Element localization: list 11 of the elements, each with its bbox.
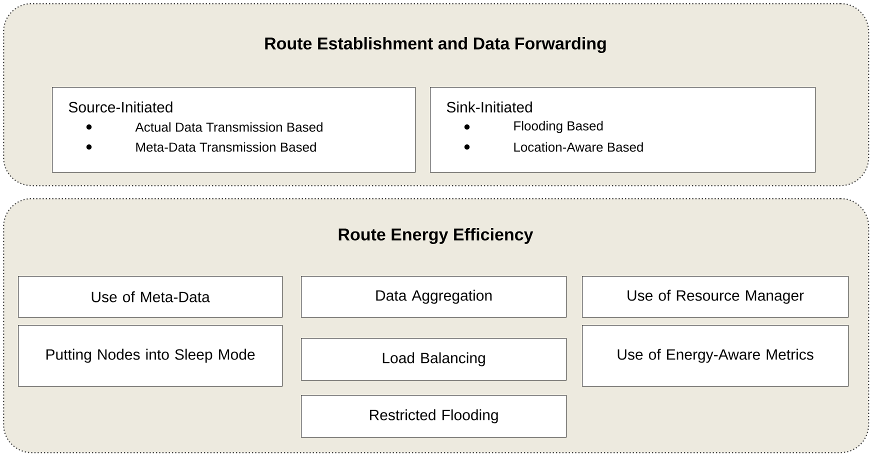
text-box: Data Aggregation [301, 276, 567, 318]
text-box: Load Balancing [301, 338, 567, 381]
text-box: Use of Resource Manager [582, 276, 849, 318]
text-box: Putting Nodes into Sleep Mode [18, 325, 283, 387]
text-box: Use of Energy-Aware Metrics [582, 325, 849, 387]
list-box: Sink-Initiated Flooding Based Location-Aware Based [430, 87, 816, 173]
text-box: Restricted Flooding [301, 395, 567, 438]
panel-title: Route Establishment and Data Forwarding [265, 37, 606, 53]
list-box: Source-Initiated Actual Data Transmission Based Meta-Data Transmission Based [52, 87, 416, 173]
panel-title: Route Energy Efficiency [338, 228, 534, 244]
text-box: Use of Meta-Data [18, 276, 283, 318]
